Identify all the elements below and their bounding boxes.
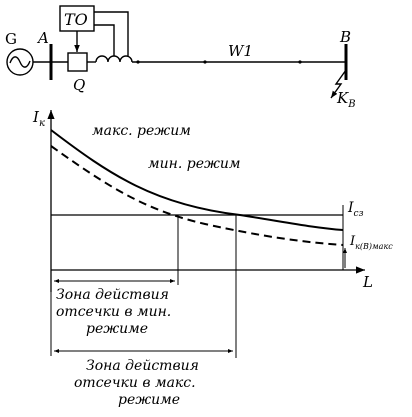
fault-label-sub: B: [347, 99, 355, 110]
fault-label-main: K: [336, 89, 349, 107]
line-label: W1: [228, 42, 253, 60]
curve-min-label: мин. режим: [148, 156, 241, 172]
current-transformer-symbol: [95, 55, 133, 63]
circuit-schematic: [6, 5, 348, 99]
curve-max-mode: [50, 129, 344, 231]
setting-current-label: Iсз: [347, 200, 364, 219]
max-zone-line-3: режиме: [118, 392, 180, 408]
min-fault-current-label-sub: к(В)макс: [355, 242, 393, 251]
relay-label: ТО: [64, 10, 88, 29]
relay-box: [59, 5, 95, 32]
breaker-label: Q: [73, 76, 85, 94]
max-zone-line-1: Зона действия: [86, 358, 199, 374]
ct-lead-inner: [94, 24, 115, 56]
y-axis-label-main: I: [32, 108, 40, 126]
min-zone-line-3: режиме: [86, 321, 148, 337]
setting-label-sub: сз: [354, 209, 364, 219]
min-fault-current-label: Iк(В)макс: [349, 234, 393, 251]
generator-label: G: [5, 30, 17, 48]
max-zone-caption: Зона действия отсечки в макс. режиме: [74, 358, 199, 408]
min-zone-line-1: Зона действия: [56, 287, 169, 303]
y-axis-label: Iк: [32, 108, 45, 129]
y-axis-label-sub: к: [39, 118, 45, 129]
min-fault-current-label-main: I: [349, 234, 356, 249]
setting-label-main: I: [347, 200, 354, 216]
graph: [47, 110, 365, 358]
generator-sine-icon: [9, 56, 31, 68]
curve-min-mode: [50, 145, 344, 246]
bus-b-label: B: [339, 28, 351, 46]
curve-max-label: макс. режим: [92, 123, 191, 139]
breaker-symbol: [67, 52, 88, 72]
max-zone-line-2: отсечки в макс.: [74, 375, 196, 391]
fault-label: KB: [336, 89, 356, 110]
ct-lead-outer: [94, 11, 129, 56]
x-axis-label: L: [362, 273, 373, 291]
bus-a-label: A: [36, 29, 49, 47]
min-zone-line-2: отсечки в мин.: [56, 304, 171, 320]
circuit-dots: [136, 60, 302, 64]
fault-lightning-icon: [330, 69, 347, 99]
min-zone-caption: Зона действия отсечки в мин. режиме: [56, 287, 171, 337]
